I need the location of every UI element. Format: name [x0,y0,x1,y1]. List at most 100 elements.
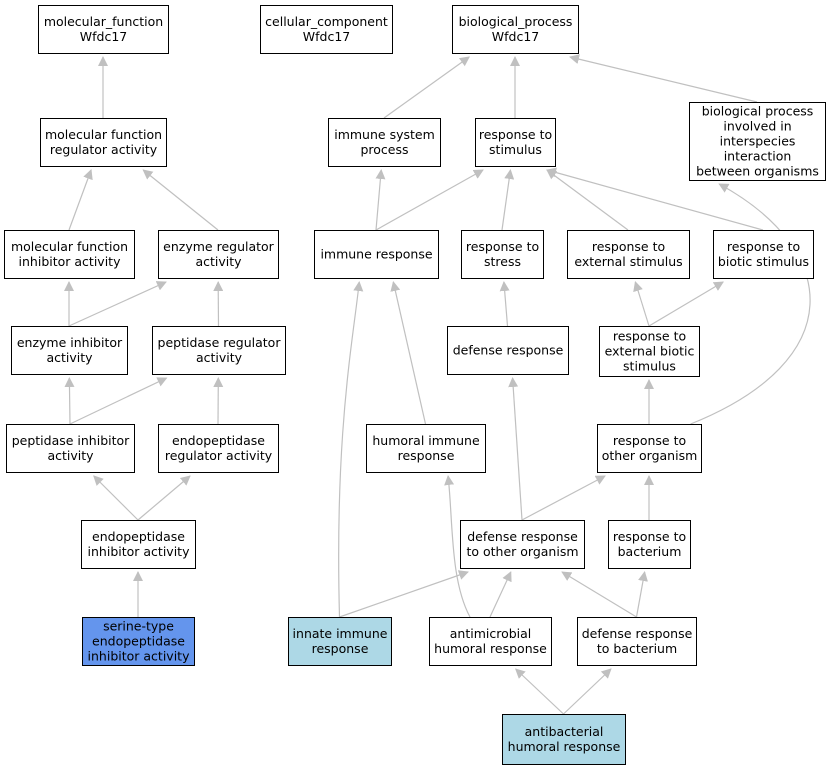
node-label-line: enzyme inhibitor [17,335,123,350]
node-label-line: humoral response [434,641,547,656]
node-label-line: defense response [453,343,564,358]
edge-resp_biotic-to-resp_stim [546,167,764,231]
node-label-line: endopeptidase [92,634,185,649]
node-label-line: to bacterium [597,641,677,656]
node-box [38,5,169,54]
node-label-line: stimulus [623,359,676,374]
node-box [599,326,700,377]
node-immune-resp[interactable]: immune response [314,230,439,279]
edge-humoral-to-immune_resp [390,281,427,425]
edge-antimicro-to-humoral [444,475,471,618]
edge-def_resp-to-resp_stress [499,281,510,327]
node-label-line: external stimulus [574,254,682,269]
node-label-line: response to [613,433,686,448]
node-box [158,424,279,473]
node-label-line: stimulus [489,142,542,157]
edge-resp_ext_biotic-to-resp_biotic [648,281,724,327]
node-label-line: to other organism [466,544,578,559]
node-box [11,326,128,375]
node-label-line: response to [592,239,665,254]
node-label-line: interaction [724,149,792,164]
edge-def_other-to-resp_other [521,475,606,521]
edge-def_other-to-def_resp [508,377,523,521]
node-def-resp[interactable]: defense response [447,326,569,375]
edge-def_bact-to-resp_bact [635,571,648,618]
edge-resp_ext_biotic-to-resp_ext [633,281,650,327]
node-label-line: biological process [702,104,814,119]
node-label-line: Wfdc17 [492,29,539,44]
node-label-line: response [398,448,455,463]
node-box [502,714,626,765]
node-box [366,424,486,473]
node-label-line: response to [466,239,539,254]
node-label-line: activity [196,350,243,365]
node-box [82,617,195,666]
node-box [597,424,702,473]
edge-mf_inhib-to-mf_reg [68,169,93,231]
node-box [475,118,556,167]
node-label-line: Wfdc17 [80,29,127,44]
node-label-line: bacterium [618,544,682,559]
edge-enz_inhib-to-enz_reg [68,281,167,327]
node-box [314,230,439,279]
node-label-line: defense response [467,529,578,544]
edge-enz_reg-to-mf_reg [142,169,219,231]
node-box [577,617,697,666]
node-label-line: other organism [602,448,698,463]
edges-layer [64,54,811,715]
node-box [260,5,393,54]
node-label-line: antibacterial [525,724,604,739]
node-label-line: between organisms [696,164,819,179]
edge-antibact-to-def_bact [563,668,612,715]
node-box [461,230,544,279]
node-label-line: peptidase regulator [158,335,282,350]
edge-def_bact-to-def_other [561,571,637,618]
node-box [40,118,167,167]
edge-endo_inhib-to-pep_inhib [93,475,139,521]
node-label-line: process [360,142,408,157]
node-label-line: innate immune [293,626,388,641]
node-label-line: activity [46,350,93,365]
edge-immune_resp-to-resp_stim [375,169,484,231]
node-label-line: inhibitor activity [88,649,191,664]
edge-endo_inhib-to-endo_reg [137,475,191,521]
node-label-line: enzyme regulator [163,239,275,254]
node-label-line: interspecies [720,134,796,149]
edge-immune_resp-to-immune_sys [375,169,386,231]
node-box [328,118,441,167]
node-label-line: endopeptidase [92,529,185,544]
node-box [689,102,826,181]
node-label-line: response to [613,529,686,544]
node-label-line: inhibitor activity [88,544,191,559]
edge-pep_inhib-to-pep_reg [69,377,168,425]
